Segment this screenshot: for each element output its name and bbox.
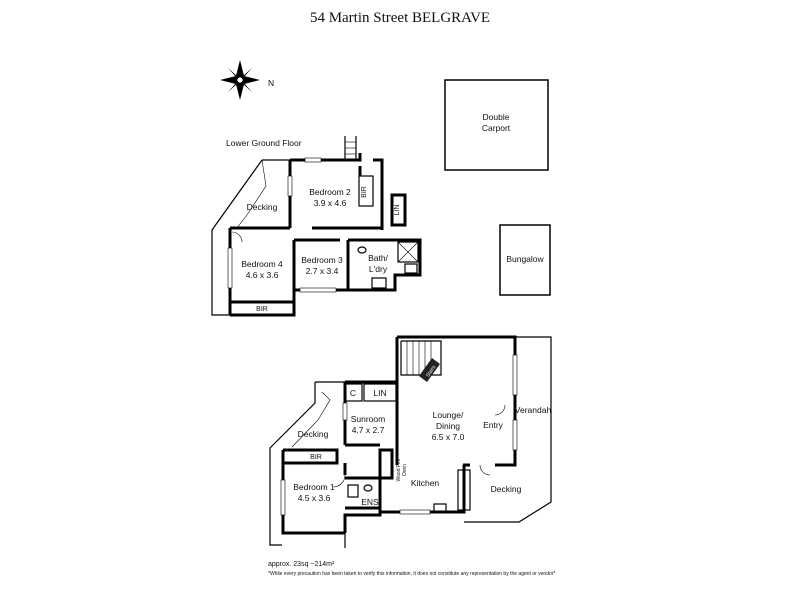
bedroom4-bir: BIR — [256, 306, 268, 313]
bedroom2-name: Bedroom 2 — [309, 187, 351, 197]
page-title: 54 Martin Street BELGRAVE — [310, 10, 490, 26]
bedroom1-bir: BIR — [310, 454, 322, 461]
ens-label: ENS — [361, 497, 379, 507]
sunroom-size: 4.7 x 2.7 — [352, 425, 385, 435]
bedroom4-name: Bedroom 4 — [241, 259, 283, 269]
carport-line2: Carport — [482, 123, 511, 133]
lin-lower: LIN — [394, 205, 401, 216]
lounge-name: Lounge/ — [433, 410, 464, 420]
double-carport: Double Carport — [444, 79, 549, 171]
decking-left-label: Decking — [298, 429, 329, 439]
bedroom3-size: 2.7 x 3.4 — [306, 266, 339, 276]
bungalow-label: Bungalow — [506, 254, 544, 264]
bedroom1-name: Bedroom 1 — [293, 482, 335, 492]
c-cupboard: C — [350, 388, 356, 398]
north-label: N — [268, 78, 274, 88]
wood-fire-line1: Wood Fire — [396, 458, 402, 481]
entry-label: Entry — [483, 420, 504, 430]
bath-line1: Bath/ — [368, 253, 388, 263]
lin-main: LIN — [373, 388, 386, 398]
main-floor-plan: Stairs Lounge/ Dining 6.5 x 7.0 Entry Ve… — [269, 335, 552, 548]
bedroom2-bir: BIR — [361, 186, 368, 198]
bath-line2: L'dry — [369, 264, 388, 274]
lounge-size: 6.5 x 7.0 — [432, 432, 465, 442]
decking-right-label: Decking — [491, 484, 522, 494]
bedroom2-size: 3.9 x 4.6 — [314, 198, 347, 208]
bedroom3-name: Bedroom 3 — [301, 255, 343, 265]
bungalow: Bungalow — [499, 224, 551, 296]
lower-ground-floor-heading: Lower Ground Floor — [226, 138, 302, 148]
compass-rose-icon — [220, 60, 260, 100]
wood-fire-line2: Oven — [402, 464, 408, 476]
sunroom-name: Sunroom — [351, 414, 386, 424]
lower-ground-floor-plan: Bedroom 2 3.9 x 4.6 BIR LIN Bedroom 4 4.… — [211, 136, 422, 317]
verandah-label: Verandah — [515, 405, 552, 415]
kitchen-label: Kitchen — [411, 478, 440, 488]
lower-decking-label: Decking — [247, 202, 278, 212]
lounge-name2: Dining — [436, 421, 460, 431]
bedroom4-size: 4.6 x 3.6 — [246, 270, 279, 280]
bedroom1-size: 4.5 x 3.6 — [298, 493, 331, 503]
disclaimer: *While every precaution has been taken t… — [268, 571, 555, 577]
carport-line1: Double — [483, 112, 510, 122]
area-note: approx. 23sq ~214m² — [268, 561, 335, 568]
